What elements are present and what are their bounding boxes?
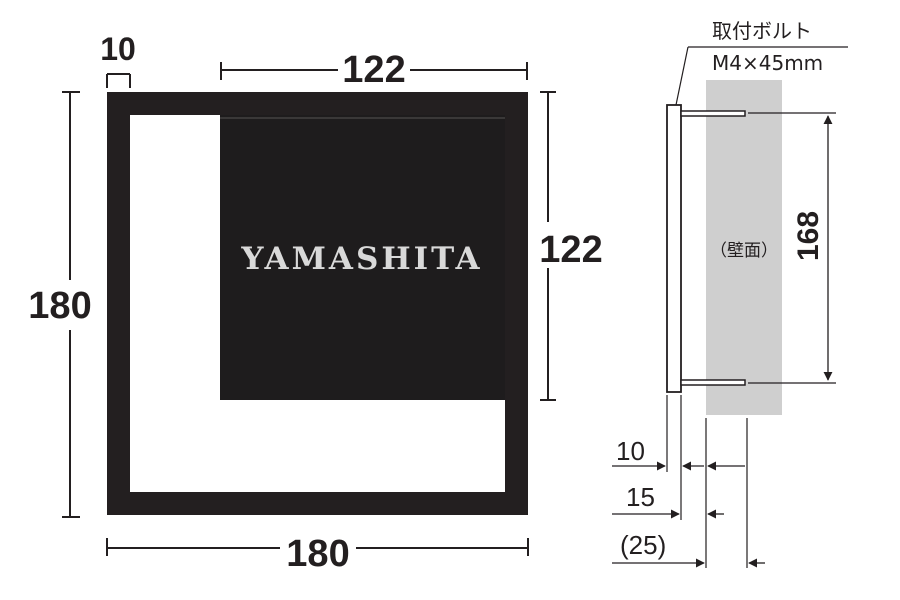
nameplate-text: YAMASHITA	[240, 241, 482, 277]
plate-side	[666, 104, 682, 393]
dim-plate-width-label: 122	[342, 49, 405, 91]
dim-total-width-label: 180	[286, 533, 349, 575]
bolt-label-line1: 取付ボルト	[712, 19, 812, 43]
dim-bolt-spacing	[748, 112, 836, 384]
front-view: YAMASHITA 10 122 122	[28, 31, 602, 575]
bolt-bottom	[680, 379, 746, 386]
dim-frame-thickness-label: 10	[100, 31, 136, 67]
dim-total-height-label: 180	[28, 285, 91, 327]
depth-dimension-arrows	[612, 461, 765, 568]
bolt-top	[680, 110, 746, 117]
dim-plate-width	[220, 62, 528, 80]
side-view: （壁面） 取付ボルト M4×45mm 168	[612, 19, 848, 568]
name-plate	[220, 115, 505, 400]
bolt-label-line2: M4×45mm	[712, 51, 823, 75]
dim-total-width	[106, 538, 529, 556]
dim-15-label: 15	[626, 482, 655, 512]
dim-bolt-spacing-label: 168	[792, 211, 825, 261]
dim-plate-height-label: 122	[539, 229, 602, 271]
dim-10-label: 10	[616, 436, 645, 466]
bolt-leader-line	[675, 46, 689, 106]
dim-frame-thickness	[106, 73, 131, 88]
dim-total-height	[62, 91, 80, 518]
dim-25-label: (25)	[620, 530, 666, 560]
wall	[706, 80, 782, 415]
dim-plate-height	[540, 91, 556, 401]
extension-lines	[666, 395, 748, 568]
wall-label: （壁面）	[710, 241, 778, 261]
